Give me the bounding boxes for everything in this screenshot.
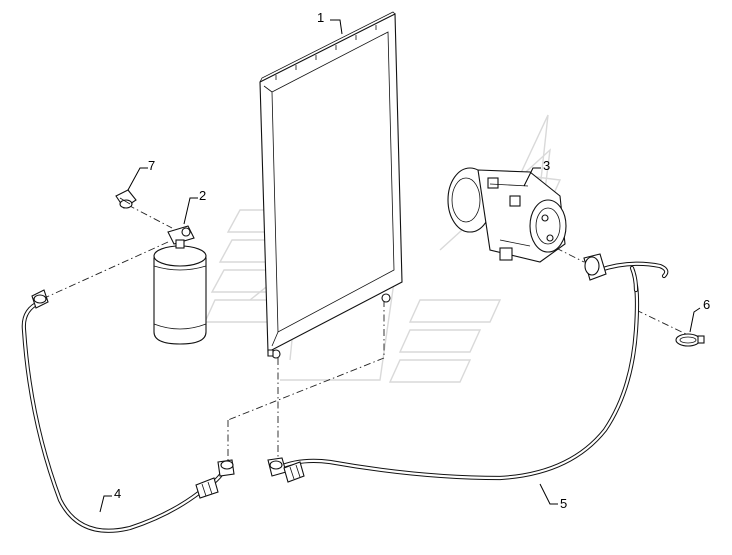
callout-7: 7: [148, 158, 155, 173]
leader-lines: [99, 19, 701, 513]
assembly-line-clamp: [635, 309, 687, 335]
callout-3: 3: [543, 158, 550, 173]
clamp: [675, 333, 705, 347]
compressor: [447, 167, 567, 263]
callout-labels: 1 2 3 4 5 6 7: [114, 10, 710, 511]
leader-line-5: [539, 483, 558, 505]
hose-line-5: [267, 253, 669, 483]
leader-line-2: [183, 197, 198, 225]
assembly-line-fitting-drier: [127, 204, 173, 229]
callout-6: 6: [703, 297, 710, 312]
leader-line-7: [127, 167, 148, 191]
leader-line-6: [689, 307, 701, 333]
assembly-line-drier-hose4: [39, 241, 169, 301]
condenser: [259, 11, 403, 359]
assembly-line-compressor-hose5: [555, 247, 585, 263]
leader-line-3: [523, 167, 541, 187]
fitting: [115, 189, 137, 209]
callout-1: 1: [317, 10, 324, 25]
callout-4: 4: [114, 486, 121, 501]
condenser-port-inlet: [381, 293, 391, 303]
receiver-drier: [153, 225, 207, 345]
leader-line-4: [99, 495, 112, 513]
assembly-lines: [39, 204, 687, 465]
callout-2: 2: [199, 188, 206, 203]
assembly-line-condenser-hose4b: [227, 357, 385, 421]
callout-5: 5: [560, 496, 567, 511]
leader-line-1: [330, 19, 343, 35]
hose-line-4: [21, 289, 235, 533]
